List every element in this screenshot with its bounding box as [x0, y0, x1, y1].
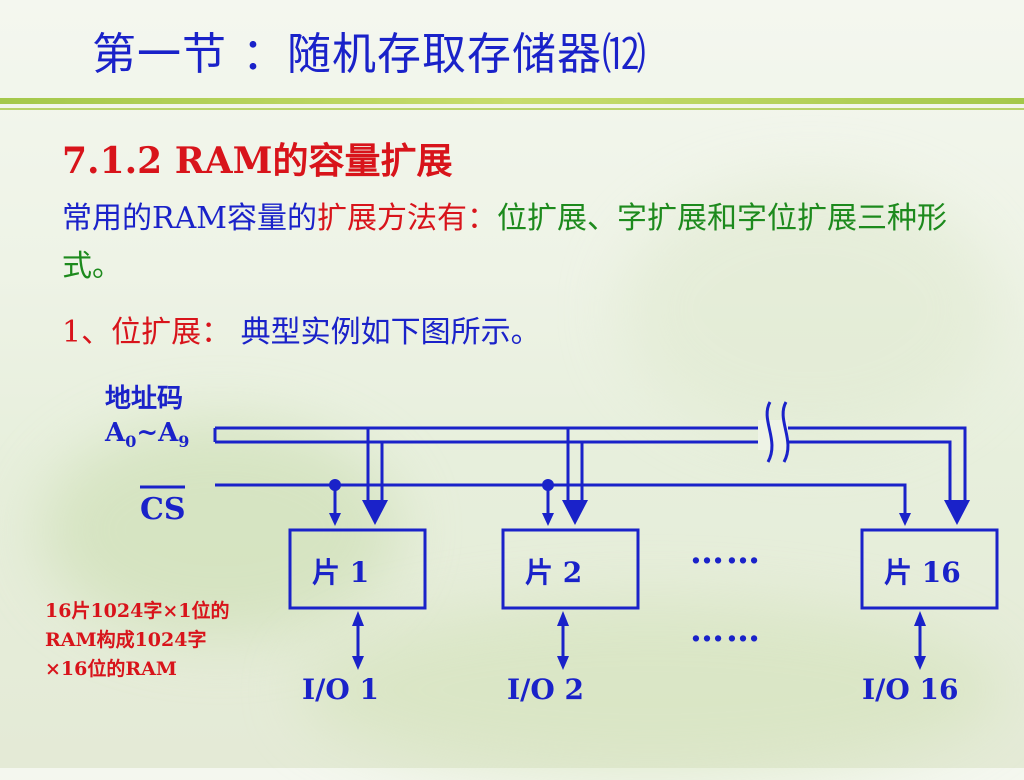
address-sub-9: 9: [178, 432, 190, 452]
address-a: A: [105, 418, 126, 448]
cs-junctions: [329, 479, 554, 491]
intro-part-2: 扩展方法有：: [316, 201, 497, 236]
io-2-label: I/O 2: [507, 673, 584, 706]
address-tilde-a: ~A: [136, 418, 179, 448]
title-divider-thin: [0, 108, 1024, 110]
chip-2-label: 片 2: [525, 556, 583, 589]
chip-boxes: [288, 528, 999, 610]
background-haze: [620, 180, 1000, 440]
intro-part-3: 位扩展、字扩展和字位扩展三种形式。: [62, 201, 947, 284]
cs-line: [140, 483, 907, 515]
chips-ellipsis: ……: [690, 532, 762, 572]
address-bus: [213, 426, 967, 500]
bit-expansion-heading: 1、位扩展：: [62, 315, 232, 350]
bit-expansion-line: 1、位扩展： 典型实例如下图所示。: [62, 307, 541, 351]
io-lines: [356, 622, 922, 660]
bus-break-symbol: [758, 401, 790, 463]
chip-16-label: 片 16: [884, 556, 961, 589]
section-heading: 7.1.2 RAM的容量扩展: [62, 140, 453, 182]
io-arrows: [352, 611, 926, 670]
address-label: 地址码: [105, 384, 184, 414]
io-1-label: I/O 1: [302, 673, 379, 706]
diagram-note: 16片1024字×1位的RAM构成1024字×16位的RAM: [45, 600, 230, 680]
title-divider: [0, 98, 1024, 104]
cs-label: CS: [140, 492, 186, 527]
address-sub-0: 0: [125, 432, 137, 452]
intro-paragraph: 常用的RAM容量的扩展方法有：位扩展、字扩展和字位扩展三种形式。: [62, 195, 962, 291]
io-16-label: I/O 16: [862, 673, 959, 706]
io-ellipsis: ……: [690, 610, 762, 650]
intro-part-1: 常用的RAM容量的: [62, 201, 317, 236]
cs-arrows: [329, 513, 911, 526]
chip-1-label: 片 1: [312, 556, 370, 589]
bit-expansion-description: 典型实例如下图所示。: [240, 315, 541, 350]
address-bus-arrows: [362, 500, 970, 525]
slide-title: 第一节 ：随机存取存储器⑿: [92, 29, 647, 80]
background-haze: [300, 600, 1000, 780]
address-range-label: A0~A9: [105, 418, 189, 451]
